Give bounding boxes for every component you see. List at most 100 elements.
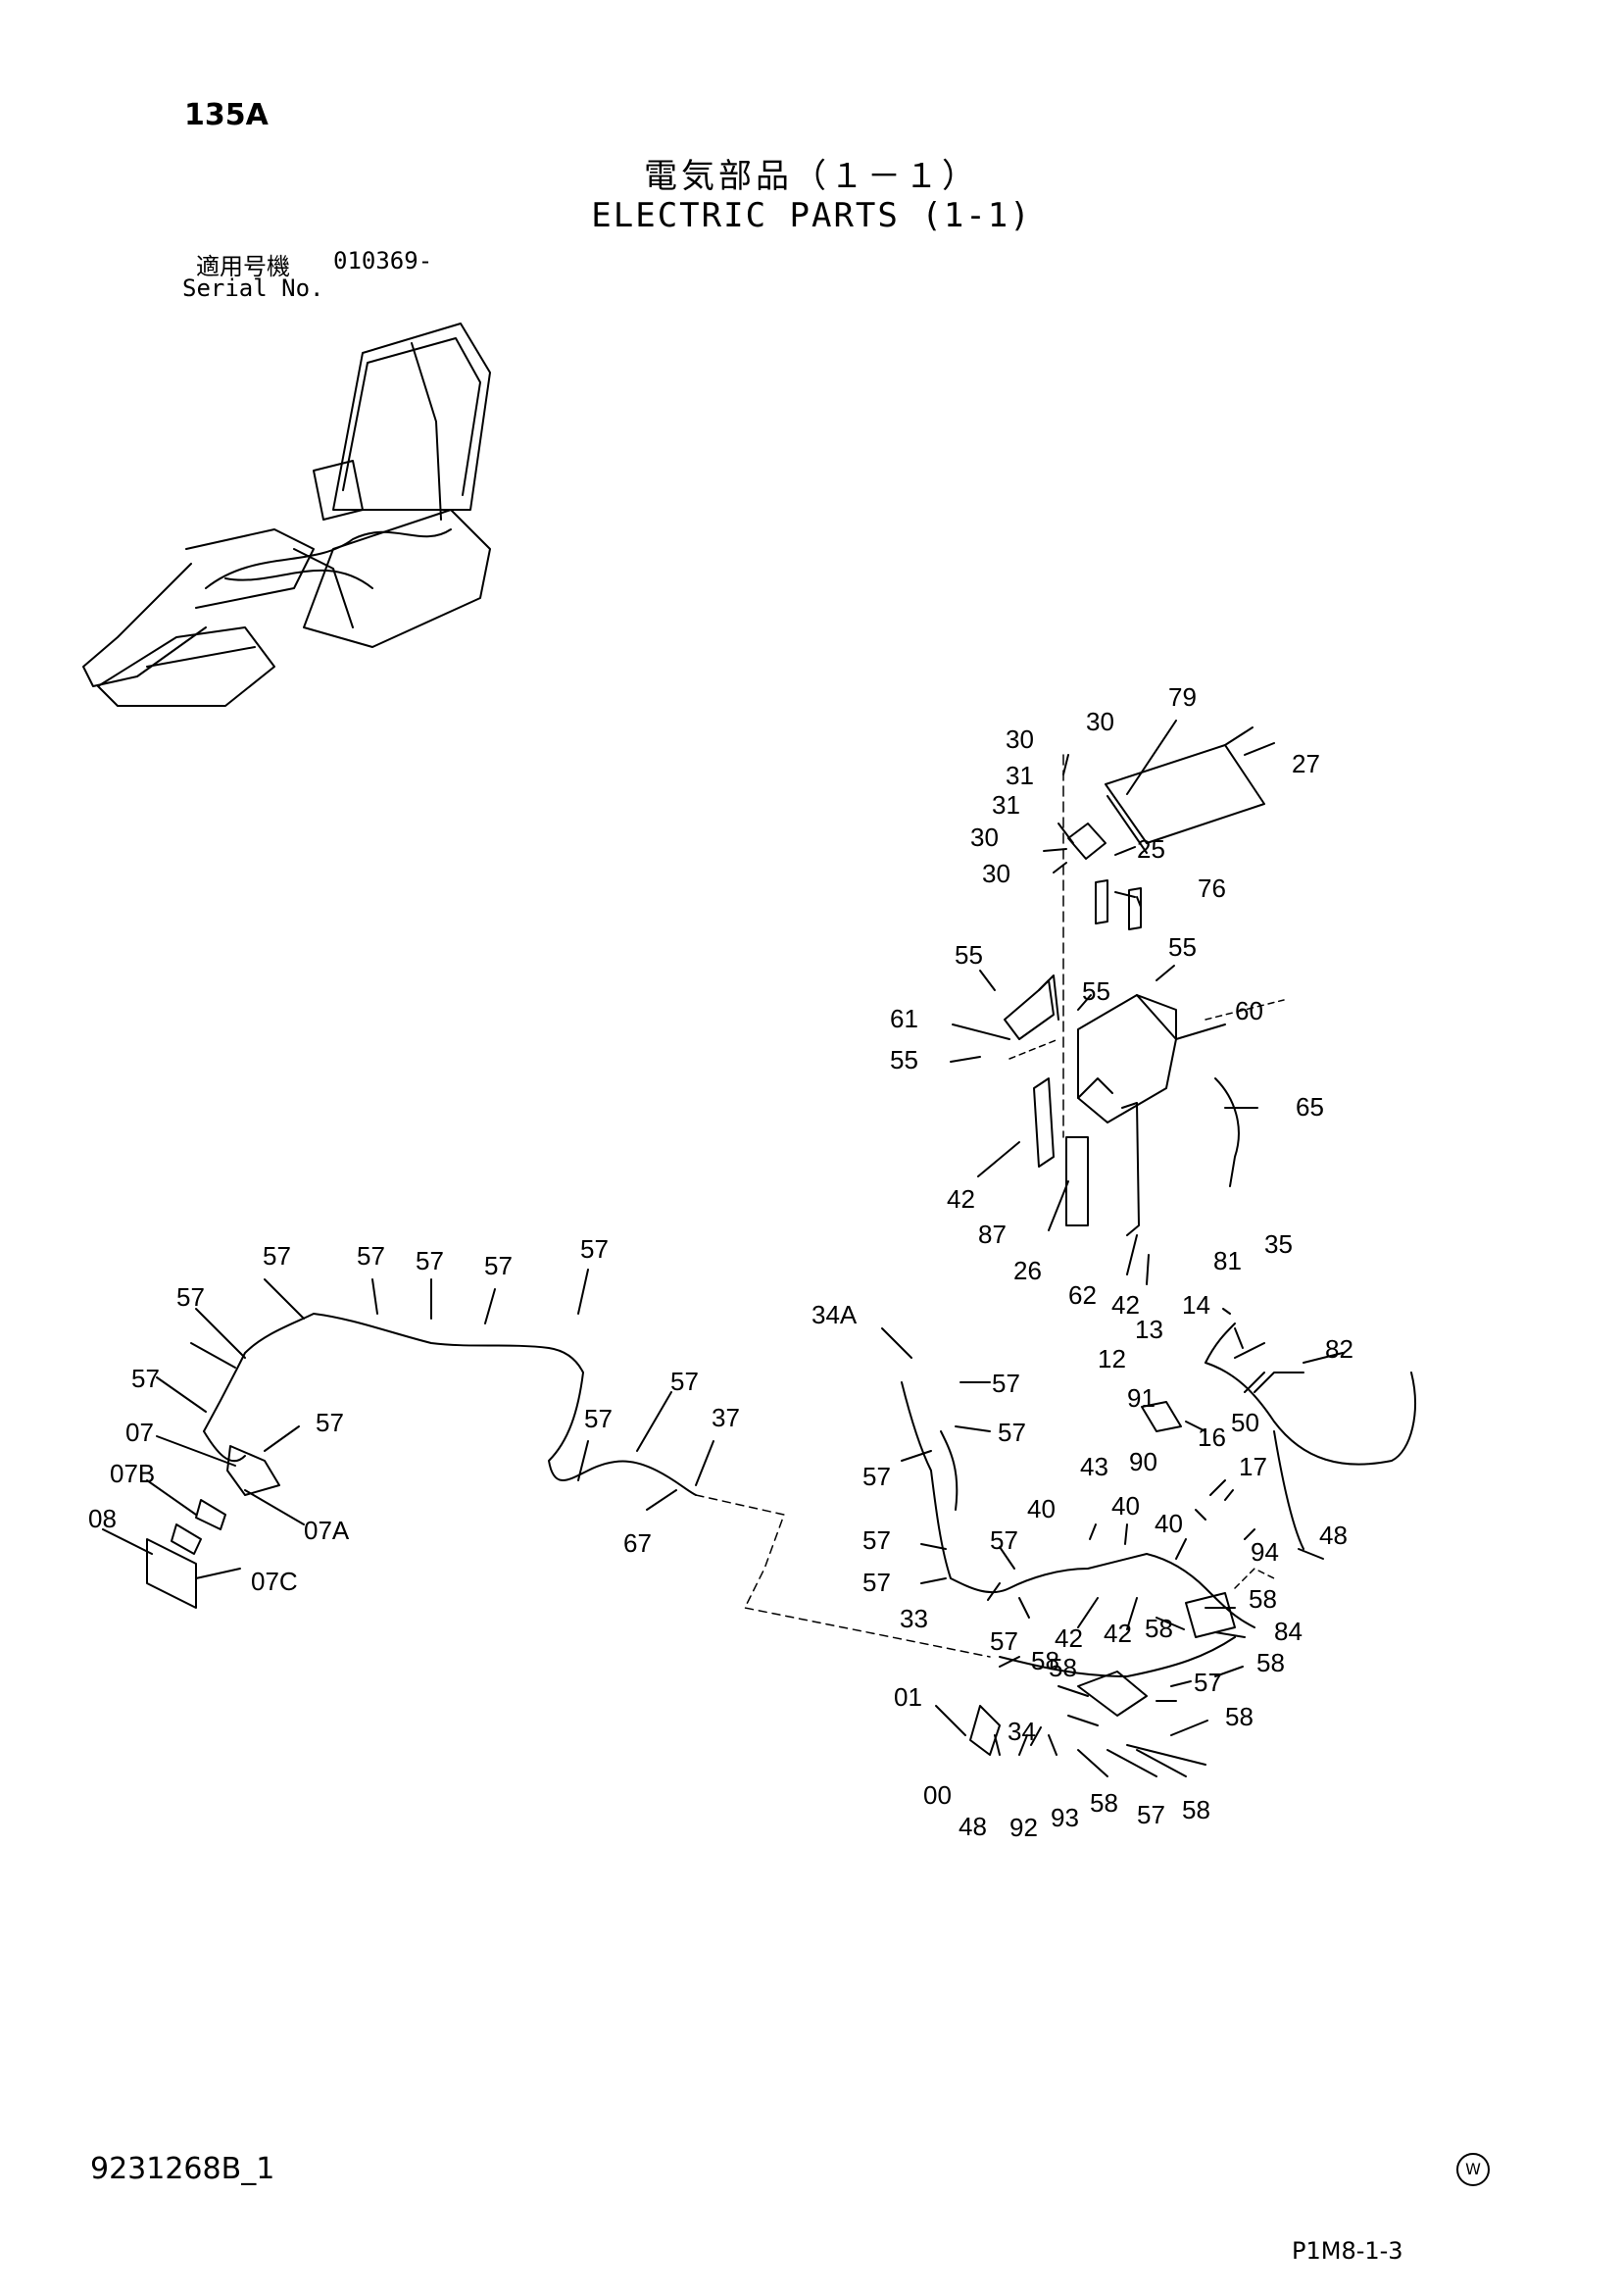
right-wire-harness-illustration bbox=[901, 1323, 1416, 1756]
page-title-japanese: 電気部品（１－１） bbox=[644, 157, 979, 196]
callout-43: 43 bbox=[1080, 1452, 1108, 1481]
callout-57: 57 bbox=[131, 1364, 160, 1393]
callout-50: 50 bbox=[1231, 1408, 1259, 1437]
callout-07C: 07C bbox=[251, 1567, 298, 1596]
callout-57: 57 bbox=[862, 1568, 891, 1597]
callout-84: 84 bbox=[1274, 1617, 1303, 1646]
callout-33: 33 bbox=[900, 1604, 928, 1633]
callout-00: 00 bbox=[923, 1780, 952, 1810]
callout-48: 48 bbox=[1319, 1521, 1348, 1550]
callout-42: 42 bbox=[1111, 1290, 1140, 1320]
callout-42: 42 bbox=[947, 1184, 975, 1214]
w-mark-icon: W bbox=[1456, 2153, 1490, 2186]
model-number: 135A bbox=[184, 98, 269, 132]
callout-82: 82 bbox=[1325, 1334, 1353, 1364]
callout-57: 57 bbox=[862, 1525, 891, 1555]
callout-48: 48 bbox=[959, 1812, 987, 1841]
callout-57: 57 bbox=[580, 1234, 609, 1264]
callout-62: 62 bbox=[1068, 1280, 1097, 1310]
callout-07A: 07A bbox=[304, 1516, 350, 1545]
callout-30: 30 bbox=[970, 823, 999, 852]
callout-90: 90 bbox=[1129, 1447, 1157, 1476]
callout-55: 55 bbox=[1082, 976, 1110, 1006]
callout-labels: 79 30 30 27 31 31 30 25 30 76 55 55 55 6… bbox=[88, 682, 1353, 1842]
callout-58: 58 bbox=[1049, 1653, 1077, 1682]
callout-55: 55 bbox=[1168, 932, 1197, 962]
callout-79: 79 bbox=[1168, 682, 1197, 712]
callout-58: 58 bbox=[1031, 1646, 1059, 1675]
callout-57: 57 bbox=[998, 1418, 1026, 1447]
serial-label-japanese: 適用号機 bbox=[196, 253, 290, 280]
callout-25: 25 bbox=[1137, 834, 1165, 864]
callout-08: 08 bbox=[88, 1504, 117, 1533]
callout-81: 81 bbox=[1213, 1246, 1242, 1275]
callout-57: 57 bbox=[1137, 1800, 1165, 1829]
callout-17: 17 bbox=[1239, 1452, 1267, 1481]
callout-57: 57 bbox=[584, 1404, 613, 1433]
serial-number-value: 010369- bbox=[333, 247, 433, 275]
page-number: P1M8-1-3 bbox=[1292, 2237, 1403, 2265]
callout-58: 58 bbox=[1249, 1584, 1277, 1614]
callout-07: 07 bbox=[125, 1418, 154, 1447]
callout-16: 16 bbox=[1198, 1423, 1226, 1452]
callout-57: 57 bbox=[316, 1408, 344, 1437]
callout-40: 40 bbox=[1155, 1509, 1183, 1538]
left-wire-harness-illustration bbox=[146, 1313, 991, 1658]
callout-14: 14 bbox=[1182, 1290, 1210, 1320]
upper-bracket-assembly-illustration bbox=[1004, 726, 1285, 1236]
callout-92: 92 bbox=[1009, 1813, 1038, 1842]
callout-58: 58 bbox=[1225, 1702, 1254, 1731]
callout-57: 57 bbox=[862, 1462, 891, 1491]
callout-76: 76 bbox=[1198, 873, 1226, 903]
excavator-thumbnail-illustration bbox=[82, 323, 491, 707]
callout-26: 26 bbox=[1013, 1256, 1042, 1285]
callout-57: 57 bbox=[357, 1241, 385, 1271]
callout-34: 34 bbox=[1008, 1717, 1036, 1746]
callout-57: 57 bbox=[263, 1241, 291, 1271]
callout-30: 30 bbox=[982, 859, 1010, 888]
callout-42: 42 bbox=[1104, 1619, 1132, 1648]
callout-55: 55 bbox=[955, 940, 983, 970]
callout-55: 55 bbox=[890, 1045, 918, 1074]
callout-58: 58 bbox=[1182, 1795, 1210, 1824]
callout-87: 87 bbox=[978, 1220, 1007, 1249]
callout-94: 94 bbox=[1251, 1537, 1279, 1567]
callout-31: 31 bbox=[992, 790, 1020, 820]
callout-57: 57 bbox=[990, 1525, 1018, 1555]
callout-91: 91 bbox=[1127, 1383, 1156, 1413]
callout-57: 57 bbox=[992, 1369, 1020, 1398]
callout-65: 65 bbox=[1296, 1092, 1324, 1122]
page-title: ELECTRIC PARTS (1-1) bbox=[591, 196, 1032, 235]
callout-58: 58 bbox=[1145, 1614, 1173, 1643]
callout-57: 57 bbox=[1194, 1668, 1222, 1697]
callout-37: 37 bbox=[712, 1403, 740, 1432]
drawing-number: 9231268B_1 bbox=[90, 2152, 275, 2186]
callout-31: 31 bbox=[1006, 761, 1034, 790]
callout-40: 40 bbox=[1111, 1491, 1140, 1521]
callout-leader-lines bbox=[102, 720, 1344, 1777]
callout-27: 27 bbox=[1292, 749, 1320, 778]
callout-30: 30 bbox=[1086, 707, 1114, 736]
callout-58: 58 bbox=[1256, 1648, 1285, 1677]
callout-57: 57 bbox=[416, 1246, 444, 1275]
callout-40: 40 bbox=[1027, 1494, 1056, 1523]
callout-67: 67 bbox=[623, 1528, 652, 1558]
callout-34A: 34A bbox=[812, 1300, 858, 1329]
callout-01: 01 bbox=[894, 1682, 922, 1712]
callout-57: 57 bbox=[484, 1251, 513, 1280]
callout-57: 57 bbox=[176, 1282, 205, 1312]
callout-58: 58 bbox=[1090, 1788, 1118, 1818]
callout-93: 93 bbox=[1051, 1803, 1079, 1832]
callout-13: 13 bbox=[1135, 1315, 1163, 1344]
callout-12: 12 bbox=[1098, 1344, 1126, 1373]
callout-60: 60 bbox=[1235, 996, 1263, 1025]
callout-07B: 07B bbox=[110, 1459, 155, 1488]
callout-57: 57 bbox=[990, 1626, 1018, 1656]
callout-61: 61 bbox=[890, 1004, 918, 1033]
callout-42: 42 bbox=[1055, 1623, 1083, 1653]
serial-label: Serial No. bbox=[182, 275, 324, 302]
callout-35: 35 bbox=[1264, 1229, 1293, 1259]
callout-30: 30 bbox=[1006, 724, 1034, 754]
callout-57: 57 bbox=[670, 1367, 699, 1396]
